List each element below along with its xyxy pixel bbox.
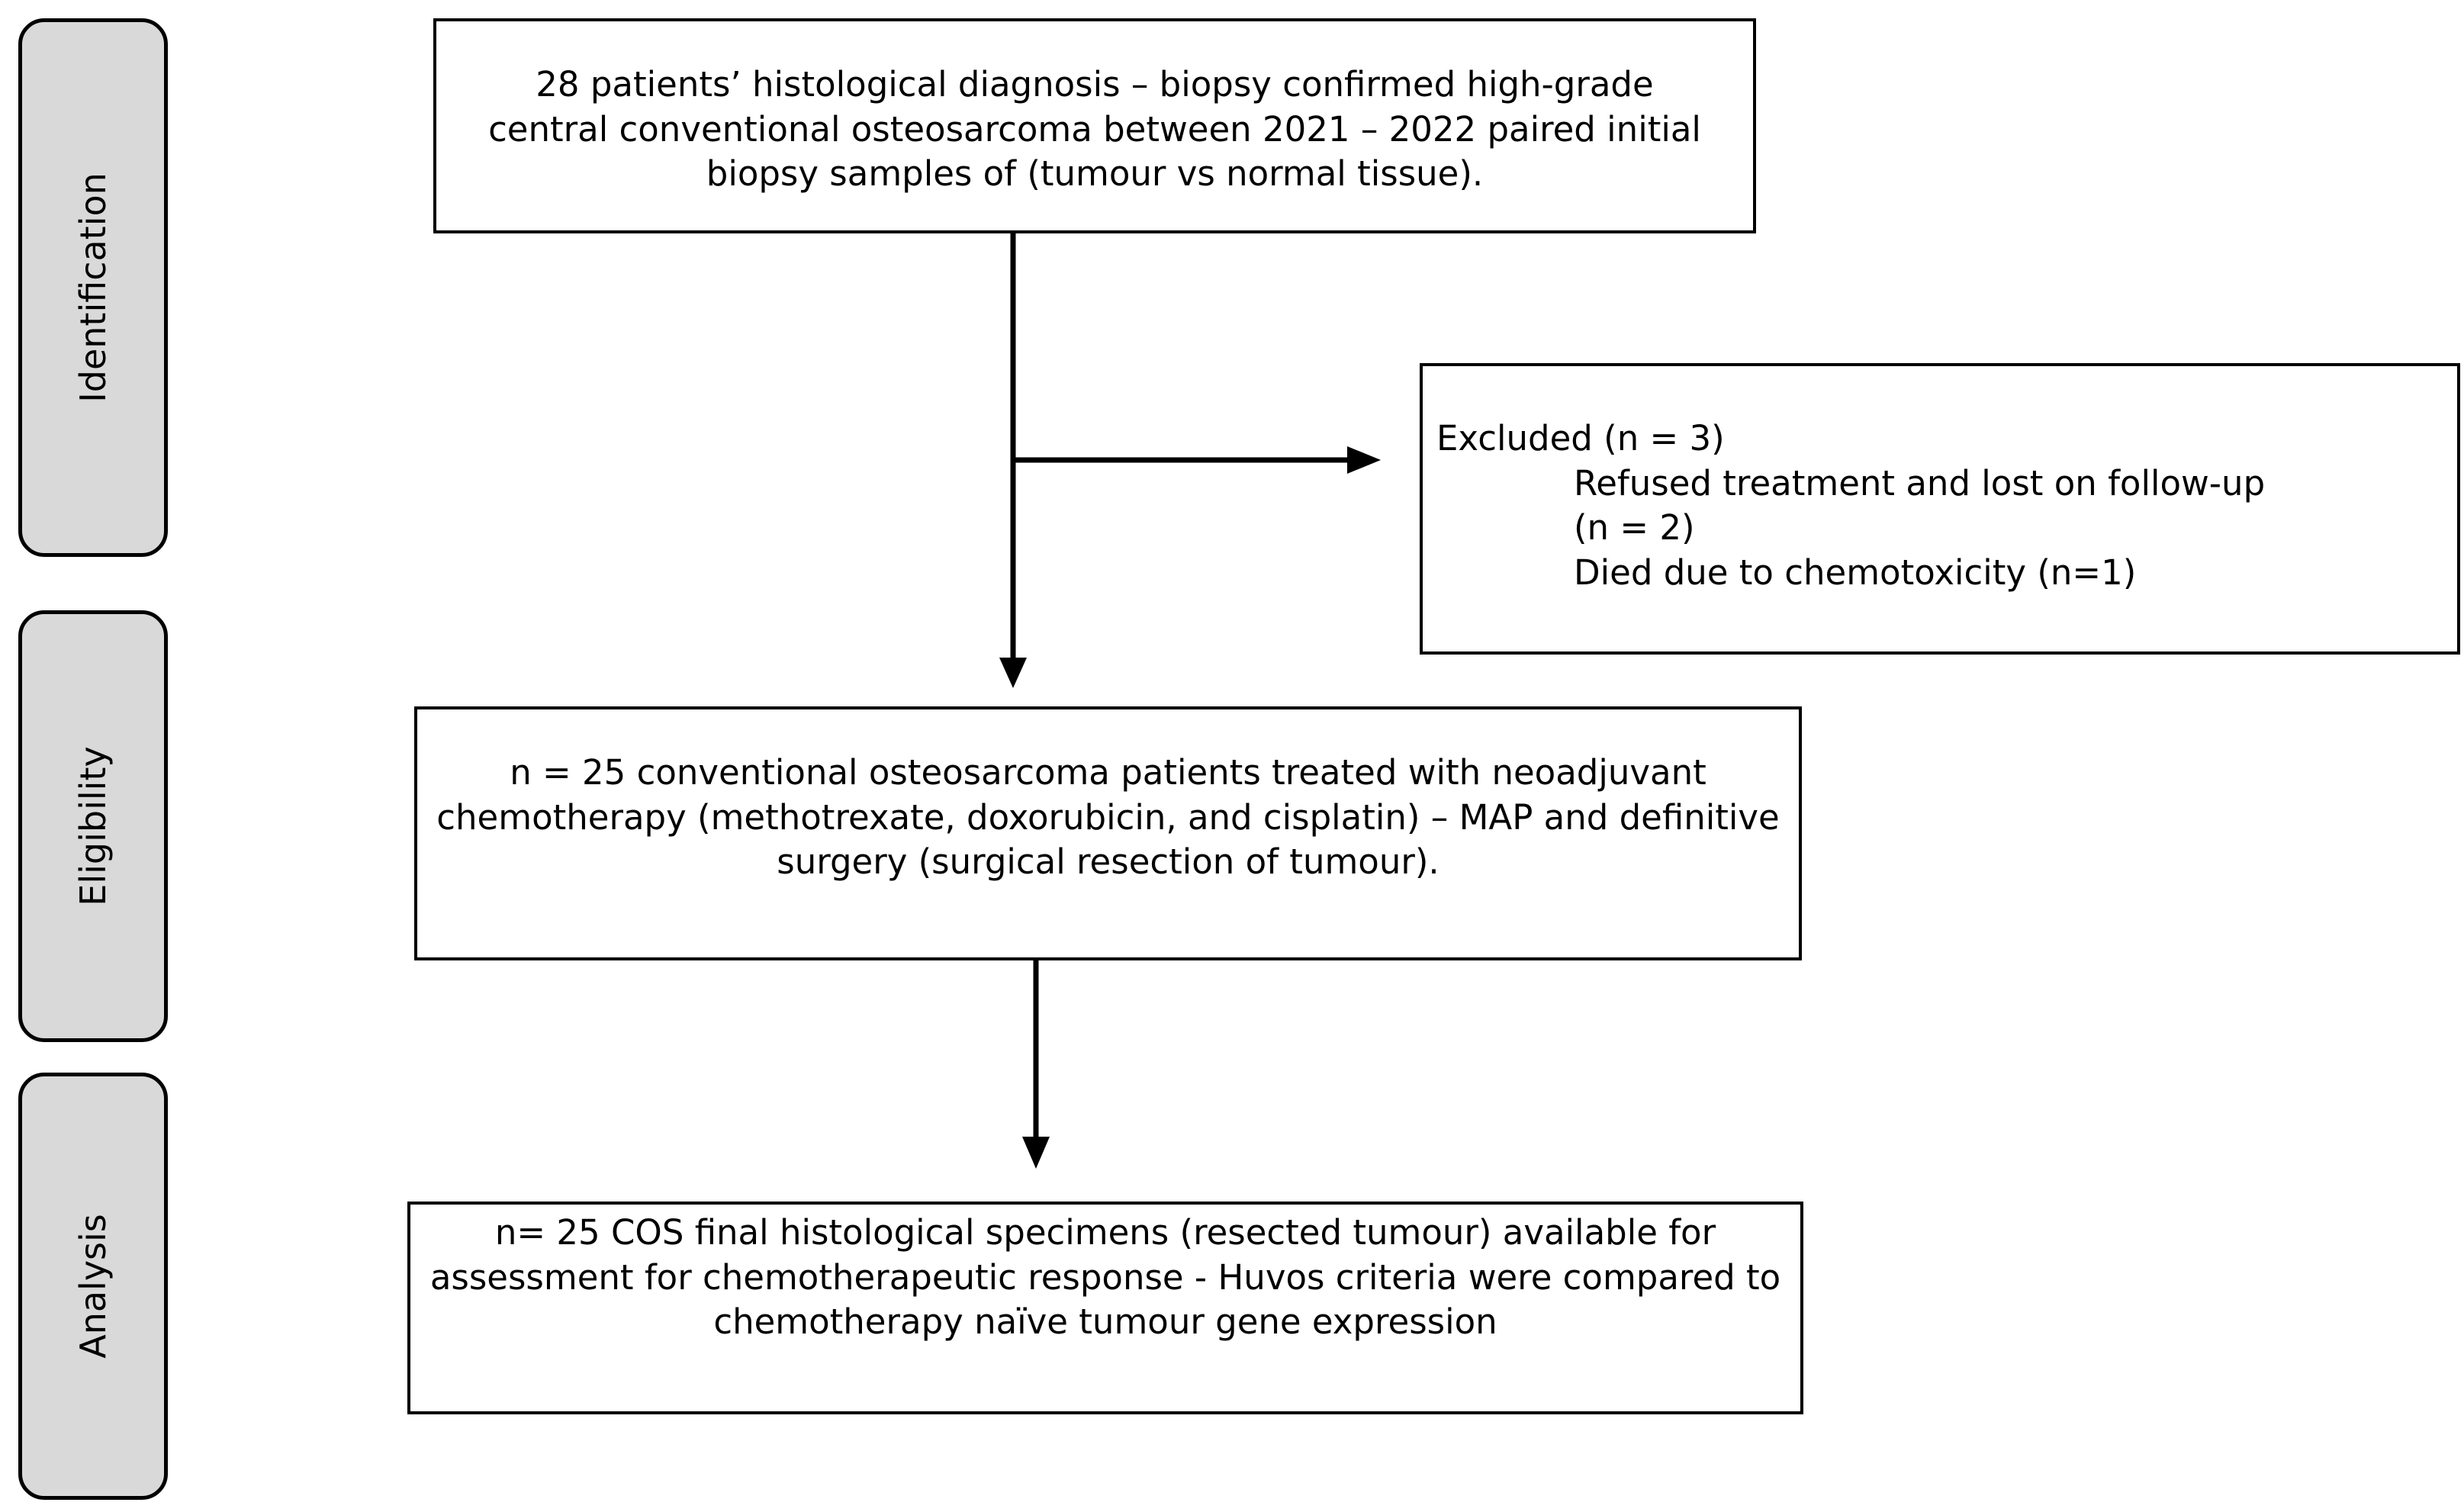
eligible-box: n = 25 conventional osteosarcoma patient… — [414, 706, 1802, 960]
arrowhead-analysis — [1022, 1137, 1050, 1169]
excluded-item-died: Died due to chemotoxicity (n=1) — [1574, 552, 2137, 593]
arrowhead-excluded — [1347, 446, 1381, 474]
analysis-box: n= 25 COS final histological specimens (… — [407, 1202, 1803, 1414]
excluded-title: Excluded (n = 3) — [1436, 418, 1725, 458]
analysis-text: n= 25 COS final histological specimens (… — [429, 1212, 1781, 1342]
excluded-box: Excluded (n = 3) Refused treatment and l… — [1420, 363, 2460, 655]
excluded-item-refused: Refused treatment and lost on follow-up … — [1574, 462, 2266, 549]
eligible-text: n = 25 conventional osteosarcoma patient… — [436, 752, 1780, 882]
diagnosis-text: 28 patients’ histological diagnosis – bi… — [488, 64, 1701, 194]
diagnosis-box: 28 patients’ histological diagnosis – bi… — [433, 18, 1756, 233]
stage-label-eligibility: Eligibility — [18, 610, 168, 1042]
arrowhead-eligible — [999, 658, 1027, 688]
stage-label-identification: Identification — [18, 18, 168, 557]
stage-label-analysis: Analysis — [18, 1073, 168, 1500]
